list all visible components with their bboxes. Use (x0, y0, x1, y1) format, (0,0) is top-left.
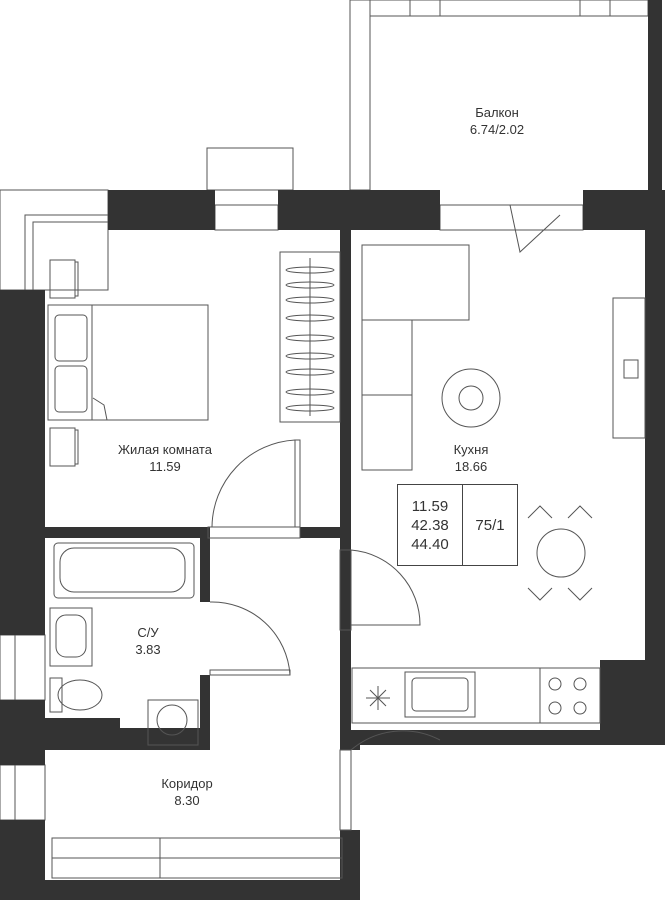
balcony-wall (648, 0, 662, 190)
walls (0, 190, 665, 900)
furniture (47, 244, 646, 879)
room-area: 3.83 (135, 642, 161, 657)
living-area: 11.59 (411, 497, 449, 515)
room-name: Кухня (453, 442, 489, 457)
room-label-bathroom: С/У 3.83 (135, 624, 160, 658)
total-area: 42.38 (411, 516, 449, 534)
room-label-kitchen: Кухня 18.66 (454, 441, 489, 475)
room-label-living-room: Жилая комната 11.59 (118, 441, 212, 475)
doors (207, 204, 561, 831)
room-label-corridor: Коридор 8.30 (161, 775, 212, 809)
room-area: 8.30 (174, 793, 200, 808)
room-name: Жилая комната (118, 442, 212, 457)
room-area: 6.74/2.02 (469, 122, 525, 137)
apartment-number: 75/1 (475, 516, 505, 534)
total-with-balcony: 44.40 (411, 535, 449, 553)
room-area: 18.66 (454, 459, 488, 474)
balcony-frame (206, 0, 649, 191)
room-name: С/У (137, 625, 159, 640)
room-name: Балкон (475, 105, 519, 120)
room-label-balcony: Балкон 6.74/2.02 (470, 104, 524, 138)
room-area: 11.59 (149, 459, 181, 474)
room-name: Коридор (161, 776, 213, 791)
hangers (285, 266, 335, 412)
area-summary-box: 11.59 42.38 44.40 75/1 (397, 484, 518, 566)
